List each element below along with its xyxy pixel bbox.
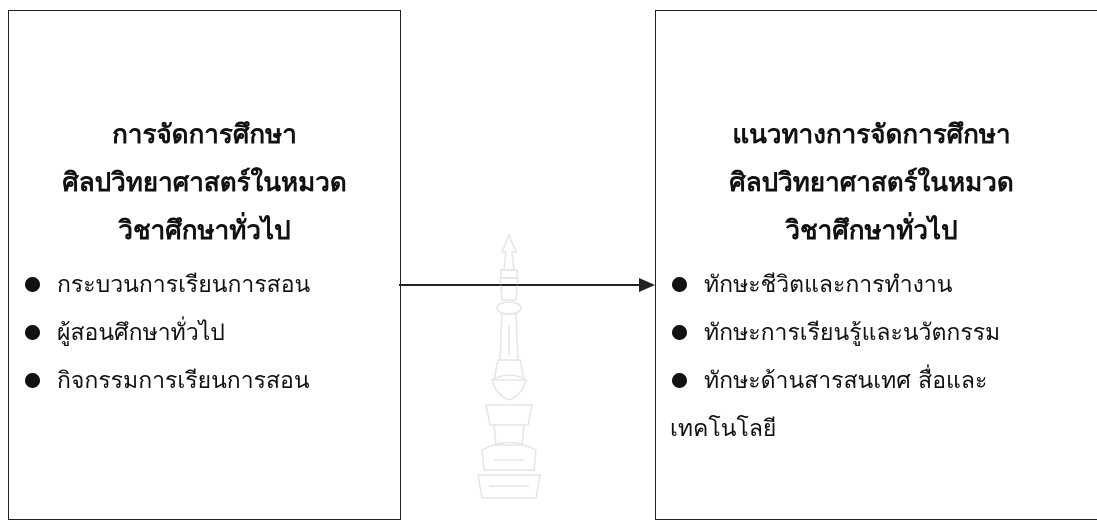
right-heading-line-2: ศิลปวิทยาศาสตร์ในหมวด [729,168,1014,198]
arrow-connector [399,278,655,292]
left-heading: การจัดการศึกษา ศิลปวิทยาศาสตร์ในหมวด วิช… [9,111,400,255]
right-heading-line-1: แนวทางการจัดการศึกษา [732,120,1011,150]
university-seal-watermark-icon [477,232,541,499]
bullet-icon [672,373,687,388]
right-bullet-text: ทักษะด้านสารสนเทศ สื่อและ [704,368,988,394]
left-bullet-list: กระบวนการเรียนการสอน ผู้สอนศึกษาทั่วไป ก… [23,261,400,405]
right-bullet-item: ทักษะชีวิตและการทำงาน [670,261,1097,309]
bullet-icon [25,325,40,340]
right-bullet-text: ทักษะการเรียนรู้และนวัตกรรม [704,320,1001,346]
right-bullet-continuation-text: เทคโนโลยี [670,416,777,442]
right-bullet-continuation: เทคโนโลยี [670,405,1097,453]
arrow-head-icon [639,278,655,292]
bullet-icon [25,373,40,388]
bullet-icon [25,277,40,292]
right-box: แนวทางการจัดการศึกษา ศิลปวิทยาศาสตร์ในหม… [655,10,1097,520]
right-heading-line-3: วิชาศึกษาทั่วไป [785,216,958,246]
right-heading: แนวทางการจัดการศึกษา ศิลปวิทยาศาสตร์ในหม… [656,111,1087,255]
left-heading-line-3: วิชาศึกษาทั่วไป [118,216,291,246]
left-heading-line-1: การจัดการศึกษา [112,120,297,150]
right-bullet-text: ทักษะชีวิตและการทำงาน [704,272,953,298]
right-bullet-item: ทักษะด้านสารสนเทศ สื่อและ [670,357,1097,405]
left-bullet-item: กิจกรรมการเรียนการสอน [23,357,400,405]
left-bullet-item: กระบวนการเรียนการสอน [23,261,400,309]
bullet-icon [672,325,687,340]
left-heading-line-2: ศิลปวิทยาศาสตร์ในหมวด [62,168,347,198]
left-bullet-item: ผู้สอนศึกษาทั่วไป [23,309,400,357]
left-bullet-text: กิจกรรมการเรียนการสอน [57,368,310,394]
left-box: การจัดการศึกษา ศิลปวิทยาศาสตร์ในหมวด วิช… [8,10,401,520]
right-bullet-item: ทักษะการเรียนรู้และนวัตกรรม [670,309,1097,357]
left-bullet-text: กระบวนการเรียนการสอน [57,272,311,298]
right-bullet-list: ทักษะชีวิตและการทำงาน ทักษะการเรียนรู้แล… [670,261,1097,453]
bullet-icon [672,277,687,292]
left-bullet-text: ผู้สอนศึกษาทั่วไป [57,320,225,346]
